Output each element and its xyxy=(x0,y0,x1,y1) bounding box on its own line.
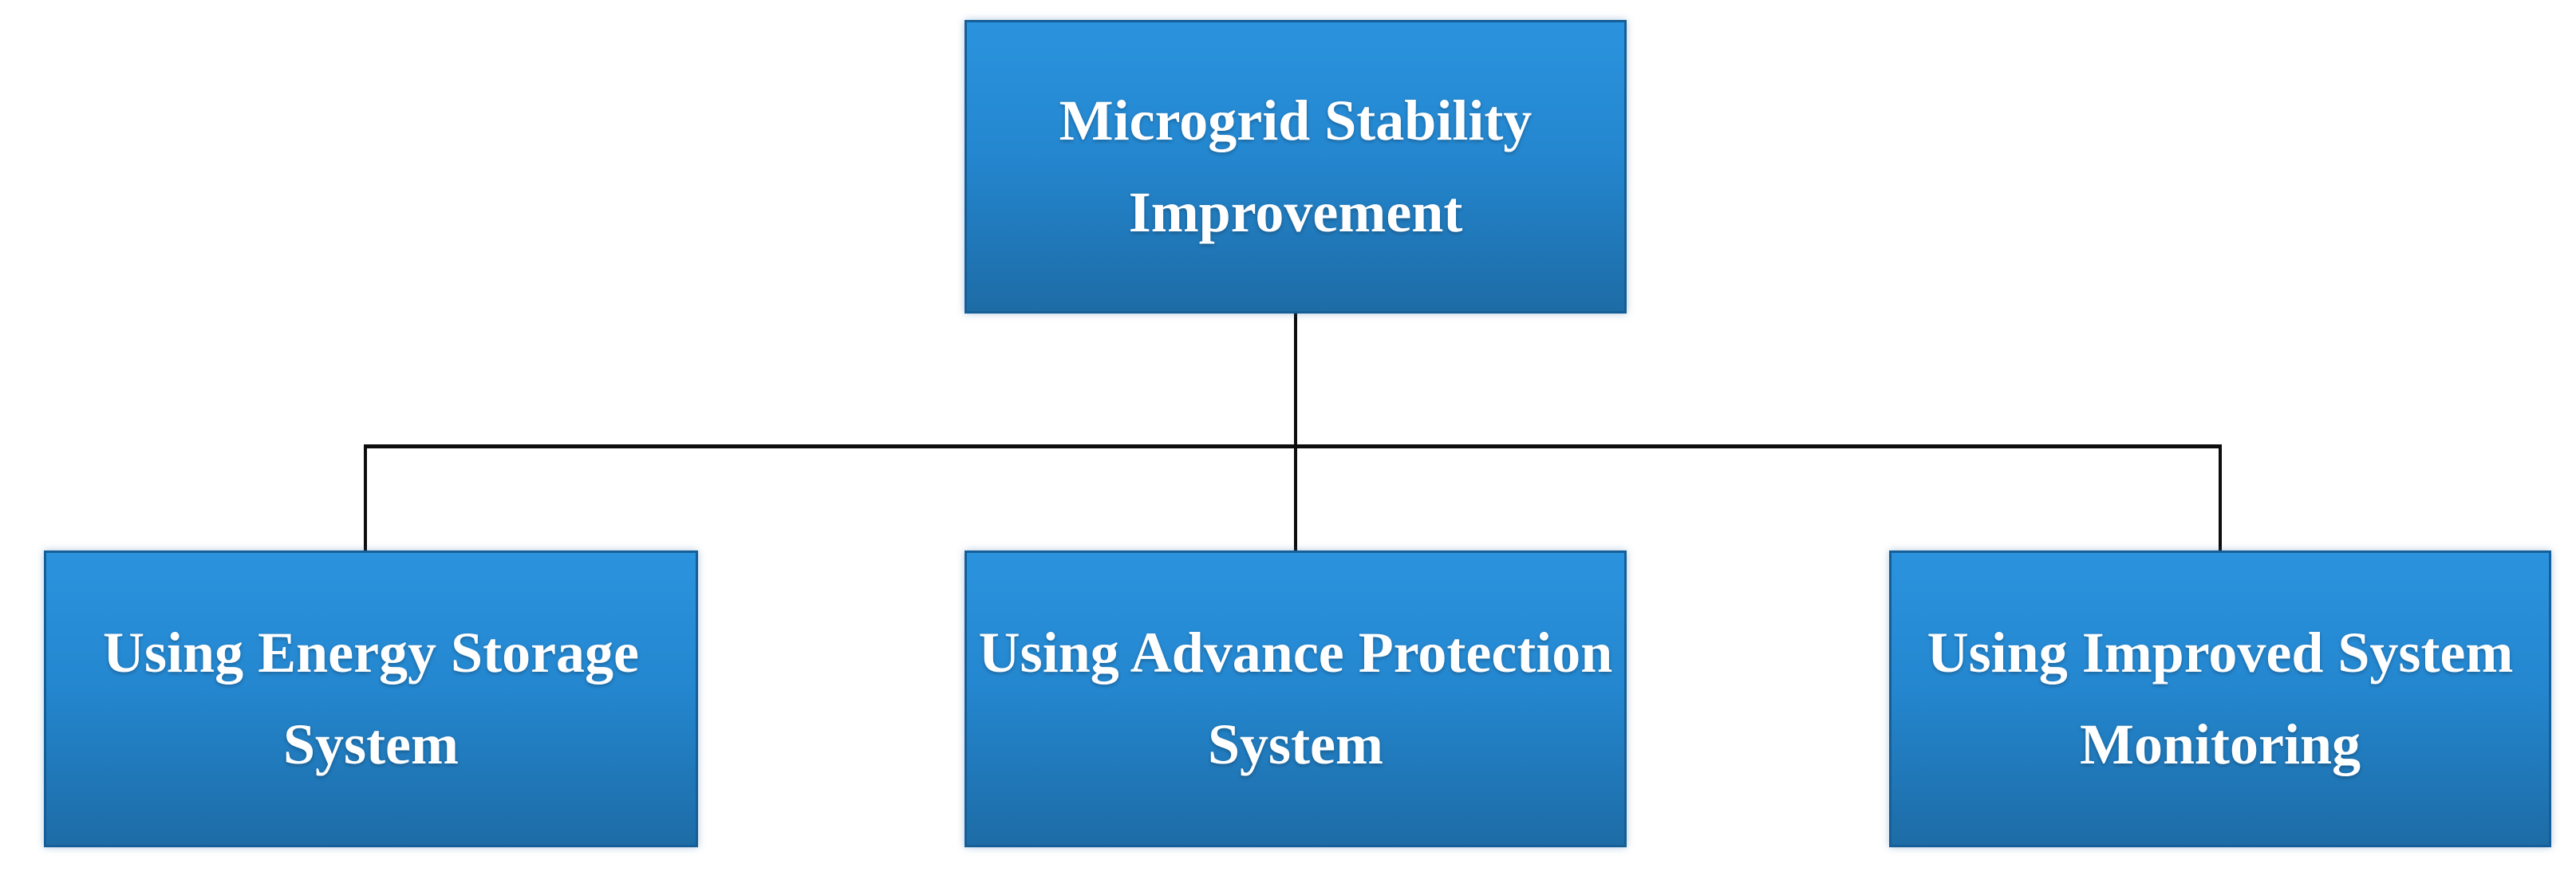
node-root-label-line1: Microgrid Stability xyxy=(1059,88,1533,152)
node-root-label-line2: Improvement xyxy=(1128,180,1463,244)
connector-right-vertical xyxy=(2219,444,2222,550)
node-child1-label-line1: Using Energy Storage xyxy=(103,620,639,685)
node-child1-label-line2: System xyxy=(283,712,459,776)
connector-left-vertical xyxy=(364,444,367,550)
node-energy-storage-system: Using Energy Storage System xyxy=(44,550,698,847)
node-improved-system-monitoring: Using Improved System Monitoring xyxy=(1889,550,2551,847)
connector-root-vertical xyxy=(1294,314,1297,550)
node-child2-label-line1: Using Advance Protection xyxy=(978,620,1613,685)
node-child3-label-line2: Monitoring xyxy=(2080,712,2361,776)
node-advance-protection-system: Using Advance Protection System xyxy=(965,550,1627,847)
node-microgrid-stability-improvement: Microgrid Stability Improvement xyxy=(965,20,1627,314)
node-child2-label-line2: System xyxy=(1208,712,1383,776)
node-child3-label-line1: Using Improved System xyxy=(1927,620,2514,685)
connector-horizontal-rail xyxy=(364,444,2222,448)
